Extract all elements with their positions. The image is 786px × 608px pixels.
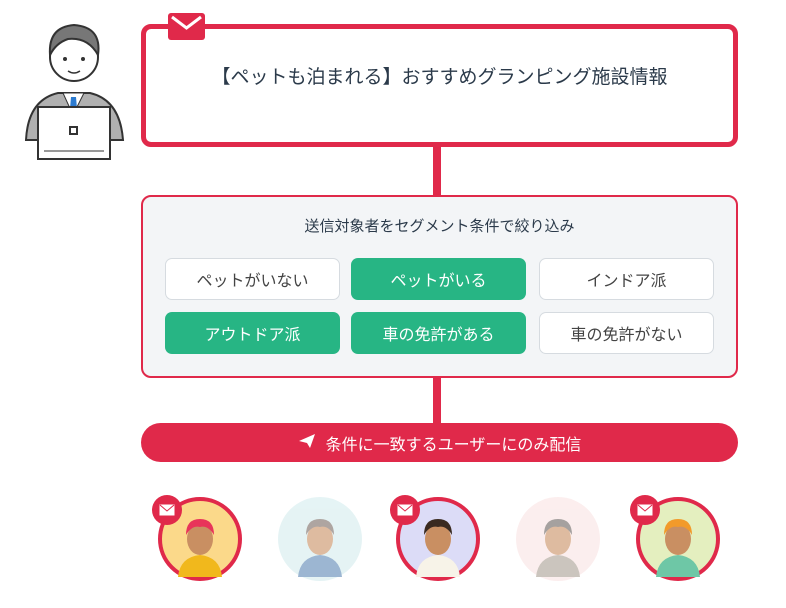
mail-received-icon	[152, 495, 182, 525]
connector-line	[433, 376, 441, 423]
send-label: 条件に一致するユーザーにのみ配信	[325, 434, 582, 454]
segment-title: 送信対象者をセグメント条件で絞り込み	[304, 217, 575, 235]
user-avatar	[516, 497, 600, 581]
condition-outdoor[interactable]: アウトドア派	[165, 312, 340, 354]
operator-illustration	[18, 15, 130, 160]
message-title: 【ペットも泊まれる】おすすめグランピング施設情報	[211, 66, 668, 88]
send-button[interactable]: 条件に一致するユーザーにのみ配信	[141, 423, 738, 462]
mail-received-icon	[630, 495, 660, 525]
condition-no-pet[interactable]: ペットがいない	[165, 258, 340, 300]
mail-received-icon	[390, 495, 420, 525]
condition-no-license[interactable]: 車の免許がない	[539, 312, 714, 354]
message-card: 【ペットも泊まれる】おすすめグランピング施設情報	[141, 24, 738, 147]
paper-plane-icon	[298, 433, 316, 453]
envelope-icon	[168, 13, 205, 40]
condition-indoor[interactable]: インドア派	[539, 258, 714, 300]
condition-has-license[interactable]: 車の免許がある	[351, 312, 526, 354]
user-avatar	[278, 497, 362, 581]
segment-panel: 送信対象者をセグメント条件で絞り込み ペットがいない ペットがいる インドア派 …	[141, 195, 738, 378]
condition-has-pet[interactable]: ペットがいる	[351, 258, 526, 300]
connector-line	[433, 147, 441, 195]
